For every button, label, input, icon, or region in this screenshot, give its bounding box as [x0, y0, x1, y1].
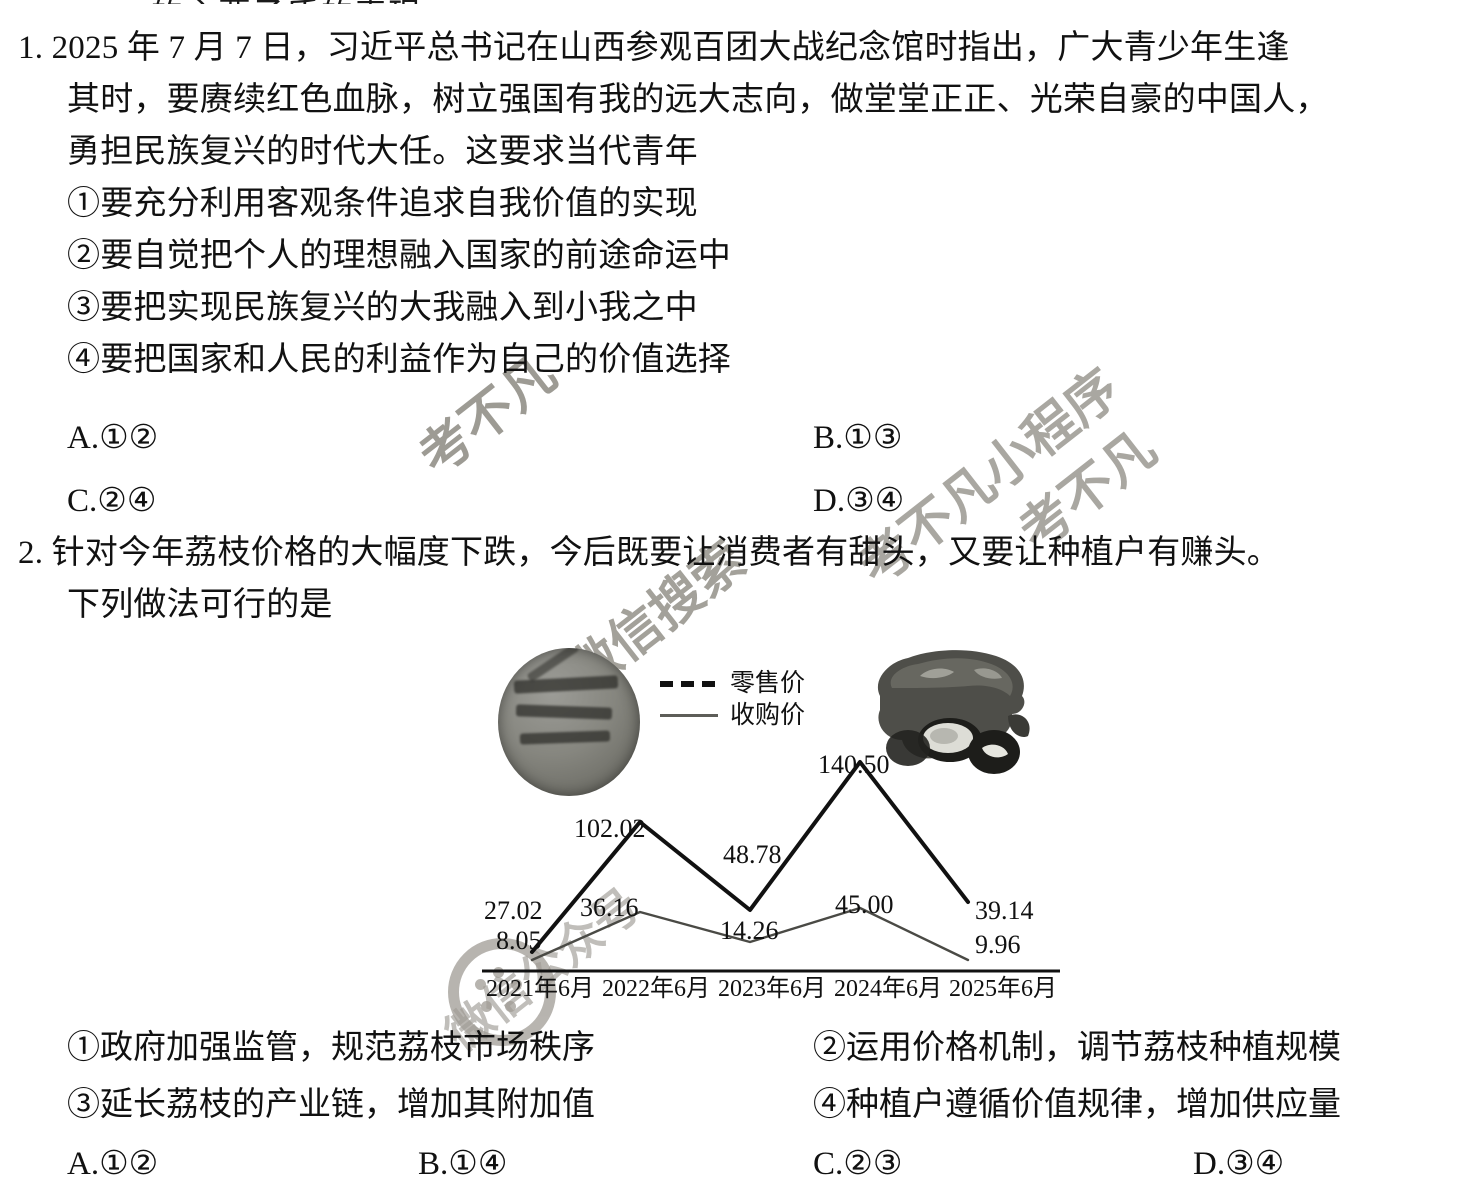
option-key: D.: [1193, 1146, 1226, 1182]
legend-item-retail: 零售价: [660, 668, 805, 700]
option-text: ②④: [97, 483, 157, 519]
legend-label-purchase: 收购价: [730, 702, 806, 729]
option-text: ①③: [843, 420, 903, 456]
question-2-option-c[interactable]: C.②③: [813, 1138, 902, 1190]
option-key: D.: [813, 483, 846, 519]
option-key: A.: [67, 1146, 100, 1182]
question-2-statement-2: ②运用价格机制，调节荔枝种植规模: [813, 1030, 1341, 1066]
question-1: 1. 2025 年 7 月 7 日，习近平总书记在山西参观百团大战纪念馆时指出，…: [18, 22, 1458, 386]
question-1-option-b[interactable]: B.①③: [813, 412, 902, 464]
x-tick-2024: 2024年6月: [834, 976, 942, 1002]
question-2-stem-text: 针对今年荔枝价格的大幅度下跌，今后既要让消费者有甜头，又要让种植户有赚头。: [51, 535, 1281, 571]
option-key: B.: [813, 420, 844, 456]
question-1-statement: ①要充分利用客观条件追求自我价值的实现: [67, 186, 698, 222]
question-1-stem-text: 2025 年 7 月 7 日，习近平总书记在山西参观百团大战纪念馆时指出，广大青…: [51, 30, 1290, 66]
question-1-stem-line: 勇担民族复兴的时代大任。这要求当代青年: [67, 134, 698, 170]
legend-item-purchase: 收购价: [660, 700, 805, 732]
question-1-stem-line: 1. 2025 年 7 月 7 日，习近平总书记在山西参观百团大战纪念馆时指出，…: [18, 22, 1458, 74]
question-1-stem-line: 其时，要赓续红色血脉，树立强国有我的远大志向，做堂堂正正、光荣自豪的中国人，: [67, 82, 1329, 118]
coin-photo: [498, 648, 640, 796]
series-line-purchase: [530, 906, 970, 962]
question-1-statement: ③要把实现民族复兴的大我融入到小我之中: [67, 290, 698, 326]
question-2-statement-4: ④种植户遵循价值规律，增加供应量: [813, 1087, 1341, 1123]
data-label-retail-2021: 27.02: [484, 896, 543, 925]
question-1-statement: ②要自觉把个人的理想融入国家的前途命运中: [67, 238, 731, 274]
data-label-retail-2022: 102.02: [574, 814, 646, 843]
option-key: C.: [67, 483, 98, 519]
question-2-number: 2.: [18, 535, 44, 571]
lychee-photo: [877, 650, 1030, 774]
question-2-stem-line: 2. 针对今年荔枝价格的大幅度下跌，今后既要让消费者有甜头，又要让种植户有赚头。: [18, 527, 1458, 579]
option-text: ①②: [99, 1146, 159, 1182]
option-text: ①④: [448, 1146, 508, 1182]
x-tick-2022: 2022年6月: [602, 976, 710, 1002]
data-label-purchase-2025: 9.96: [975, 930, 1021, 959]
x-tick-2021: 2021年6月: [486, 976, 594, 1002]
data-label-purchase-2022: 36.16: [580, 893, 639, 922]
question-2-stem-line: 下列做法可行的是: [67, 587, 333, 623]
data-label-purchase-2023: 14.26: [720, 916, 779, 945]
option-key: A.: [67, 420, 100, 456]
question-2-option-b[interactable]: B.①④: [418, 1138, 507, 1190]
option-text: ③④: [1225, 1146, 1285, 1182]
question-2-option-a[interactable]: A.①②: [67, 1138, 158, 1190]
option-text: ②③: [843, 1146, 903, 1182]
option-text: ③④: [845, 483, 905, 519]
data-label-retail-2024: 140.50: [818, 750, 890, 779]
question-2-statement-1: ①政府加强监管，规范荔枝市场秩序: [67, 1030, 595, 1066]
option-text: ①②: [99, 420, 159, 456]
question-1-option-a[interactable]: A.①②: [67, 412, 158, 464]
chart-legend: 零售价 收购价: [660, 668, 805, 732]
x-tick-2023: 2023年6月: [718, 976, 826, 1002]
question-1-option-d[interactable]: D.③④: [813, 475, 904, 527]
question-2-option-d[interactable]: D.③④: [1193, 1138, 1284, 1190]
option-key: B.: [418, 1146, 449, 1182]
question-1-option-c[interactable]: C.②④: [67, 475, 156, 527]
data-label-retail-2023: 48.78: [723, 840, 782, 869]
option-key: C.: [813, 1146, 844, 1182]
chart-plot-area: [482, 760, 1060, 973]
lychee-price-chart: 零售价 收购价 27.02 102.02 48.78 140.50: [470, 640, 1070, 1010]
series-line-retail: [530, 760, 970, 954]
data-label-purchase-2024: 45.00: [835, 890, 894, 919]
data-label-purchase-2021: 8.05: [496, 926, 542, 955]
question-2-statement-3: ③延长荔枝的产业链，增加其附加值: [67, 1087, 595, 1123]
question-1-statement: ④要把国家和人民的利益作为自己的价值选择: [67, 342, 731, 378]
chart-x-axis-labels: 2021年6月 2022年6月 2023年6月 2024年6月 2025年6月: [482, 972, 1060, 1006]
question-1-number: 1.: [18, 30, 44, 66]
clipped-top-line: 的主要矛盾的表现。: [150, 0, 456, 4]
legend-label-retail: 零售价: [730, 670, 806, 697]
x-tick-2025: 2025年6月: [949, 976, 1057, 1002]
question-2: 2. 针对今年荔枝价格的大幅度下跌，今后既要让消费者有甜头，又要让种植户有赚头。…: [18, 527, 1458, 631]
data-label-retail-2025: 39.14: [975, 896, 1034, 925]
